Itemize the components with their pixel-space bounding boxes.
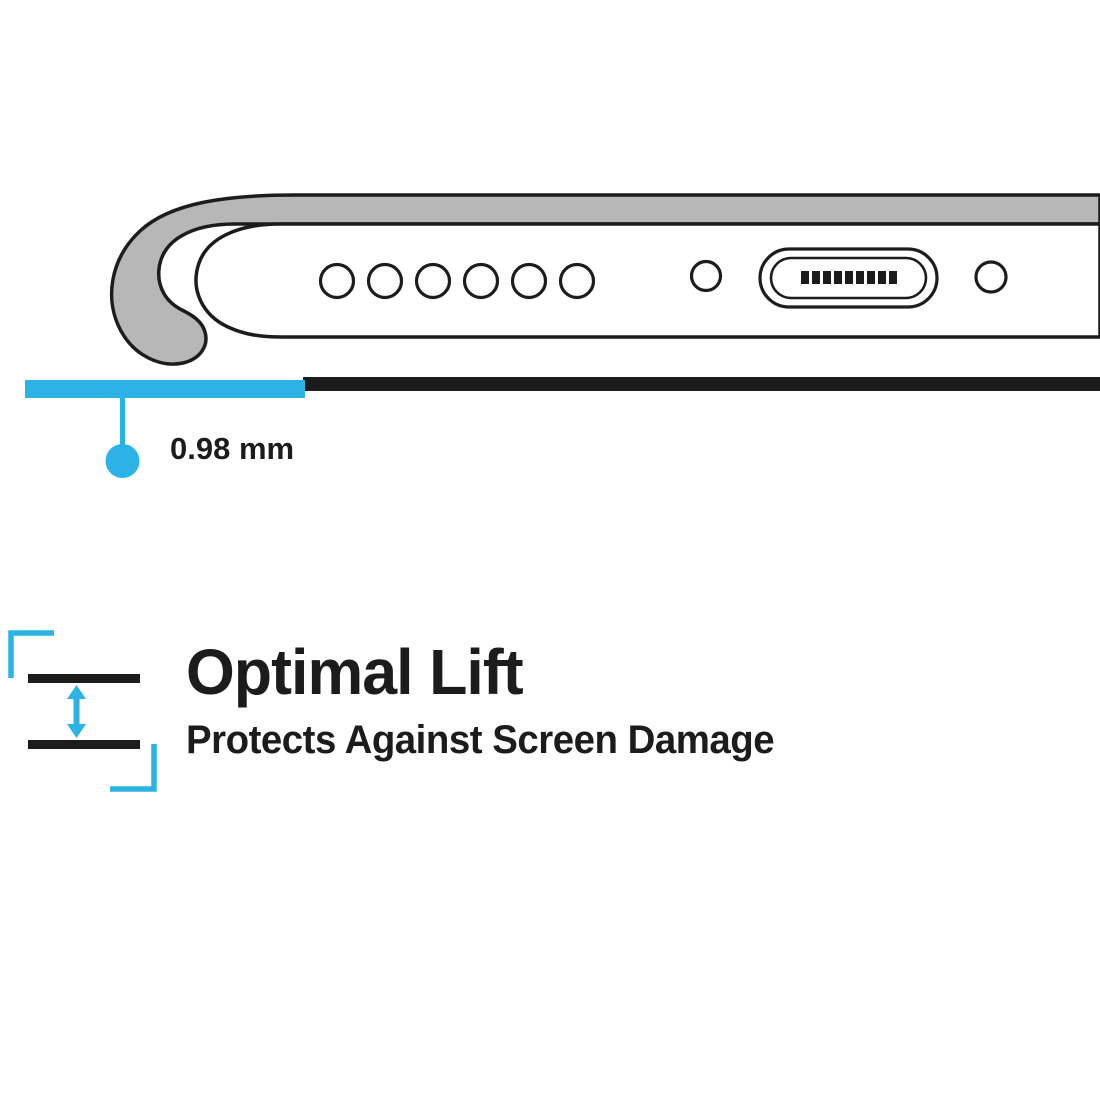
screw-hole-icon (974, 260, 1008, 294)
lift-gap-arrow-icon (8, 630, 157, 792)
measurement-label: 0.98 mm (170, 431, 294, 466)
speaker-hole-icon (462, 262, 500, 300)
surface-line (303, 377, 1100, 391)
case-cross-section (109, 193, 1100, 366)
speaker-hole-icon (414, 262, 452, 300)
case-shell-shape (109, 193, 1100, 366)
corner-bracket-top-left-icon (8, 630, 54, 678)
upper-surface-line (28, 674, 140, 683)
feature-title: Optimal Lift (186, 636, 524, 708)
speaker-hole-icon (558, 262, 596, 300)
charging-port-pins (801, 271, 897, 284)
speaker-hole-icon (510, 262, 548, 300)
lift-gap-bar (25, 380, 305, 398)
speaker-hole-icon (366, 262, 404, 300)
measurement-point-icon (105, 444, 140, 478)
charging-port (758, 247, 939, 309)
speaker-hole-icon (318, 262, 356, 300)
corner-bracket-bottom-right-icon (110, 744, 157, 792)
speaker-holes (318, 262, 596, 300)
lower-surface-line (28, 740, 140, 749)
mic-hole-icon (689, 259, 723, 293)
lift-measurement: 0.98 mm (25, 377, 1100, 478)
feature-section: Optimal Lift Protects Against Screen Dam… (6, 628, 799, 798)
double-arrow-icon (67, 685, 86, 738)
feature-text-block: Optimal Lift Protects Against Screen Dam… (186, 628, 799, 760)
feature-subtitle: Protects Against Screen Damage (186, 718, 775, 762)
phone-case-diagram: 0.98 mm (25, 193, 1100, 478)
measurement-leader-line (120, 397, 125, 446)
